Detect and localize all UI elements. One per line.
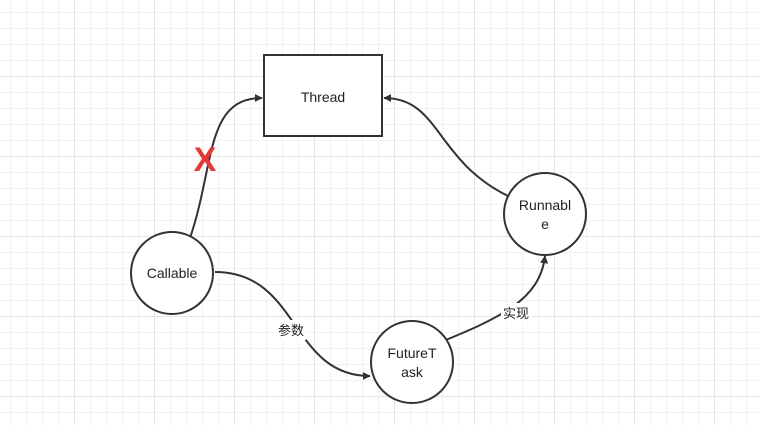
node-thread[interactable]: Thread: [263, 54, 383, 137]
edge-runnable-to-thread: [383, 94, 509, 197]
node-runnable[interactable]: Runnabl e: [503, 172, 587, 256]
node-callable[interactable]: Callable: [130, 231, 214, 315]
node-runnable-label-line1: Runnabl: [519, 197, 571, 213]
edge-label-param: 参数: [276, 320, 306, 340]
node-futuretask-label-line1: FutureT: [387, 345, 436, 361]
node-thread-label: Thread: [301, 89, 345, 105]
edge-label-param-text: 参数: [278, 323, 304, 339]
node-callable-label: Callable: [147, 265, 198, 281]
edge-label-implements-text: 实现: [503, 307, 529, 322]
forbidden-cross-mark: X: [194, 141, 217, 179]
node-runnable-label-line2: e: [541, 216, 549, 232]
edge-label-implements: 实现: [501, 303, 531, 323]
node-futuretask[interactable]: FutureT ask: [370, 320, 454, 404]
edge-callable-to-thread: [189, 94, 263, 239]
edge-futuretask-to-runnable: [435, 255, 549, 345]
node-futuretask-label-line2: ask: [401, 364, 424, 380]
